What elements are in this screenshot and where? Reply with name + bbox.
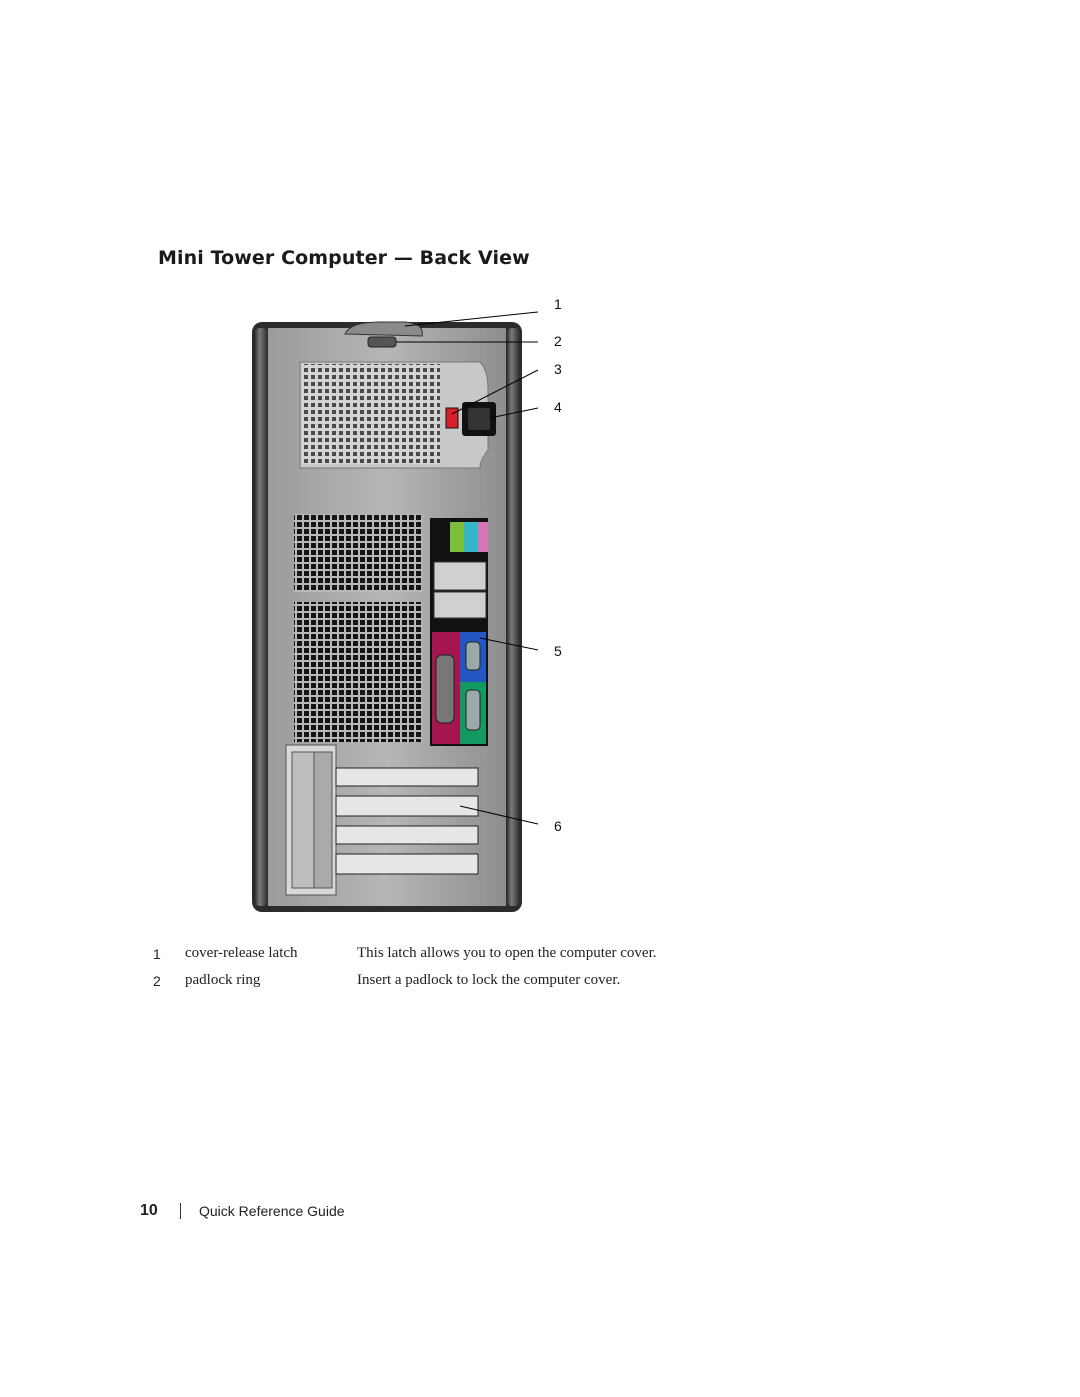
legend-term: padlock ring: [185, 972, 261, 988]
lower-vent: [294, 602, 422, 742]
legend-number: 2: [153, 972, 161, 989]
legend-description: This latch allows you to open the comput…: [357, 945, 657, 961]
legend-row: 2 padlock ring Insert a padlock to lock …: [150, 967, 730, 994]
cover-release-latch: [344, 321, 423, 337]
callout-3: 3: [554, 361, 562, 377]
legend-description: Insert a padlock to lock the computer co…: [357, 972, 621, 988]
legend-number: 1: [153, 945, 161, 962]
callout-1: 1: [554, 296, 562, 312]
network-usb-ports: [433, 561, 487, 591]
card-slot: [335, 853, 479, 875]
legend-term: cover-release latch: [185, 945, 298, 961]
callout-leaders: [396, 311, 539, 825]
callout-5: 5: [554, 643, 562, 659]
guide-title: Quick Reference Guide: [199, 1203, 345, 1219]
card-slot: [335, 795, 479, 817]
computer-back-view-illustration: 1 2 3 4 5 6: [240, 290, 580, 930]
upper-vent: [294, 514, 422, 592]
page-footer: 10 Quick Reference Guide: [140, 1202, 345, 1220]
voltage-selection-switch: [445, 407, 459, 429]
callout-2: 2: [554, 333, 562, 349]
padlock-ring: [367, 336, 397, 348]
psu-fan-grille: [302, 364, 440, 464]
callout-6: 6: [554, 818, 562, 834]
page-number: 10: [140, 1202, 158, 1219]
footer-separator: [180, 1203, 181, 1219]
usb-ports: [433, 591, 487, 619]
callout-4: 4: [554, 399, 562, 415]
legend-row: 1 cover-release latch This latch allows …: [150, 940, 730, 967]
card-slot: [335, 825, 479, 845]
tower-drawing: [252, 311, 539, 912]
card-slot: [335, 767, 479, 787]
section-title: Mini Tower Computer — Back View: [158, 247, 530, 269]
callout-legend-table: 1 cover-release latch This latch allows …: [150, 940, 730, 994]
